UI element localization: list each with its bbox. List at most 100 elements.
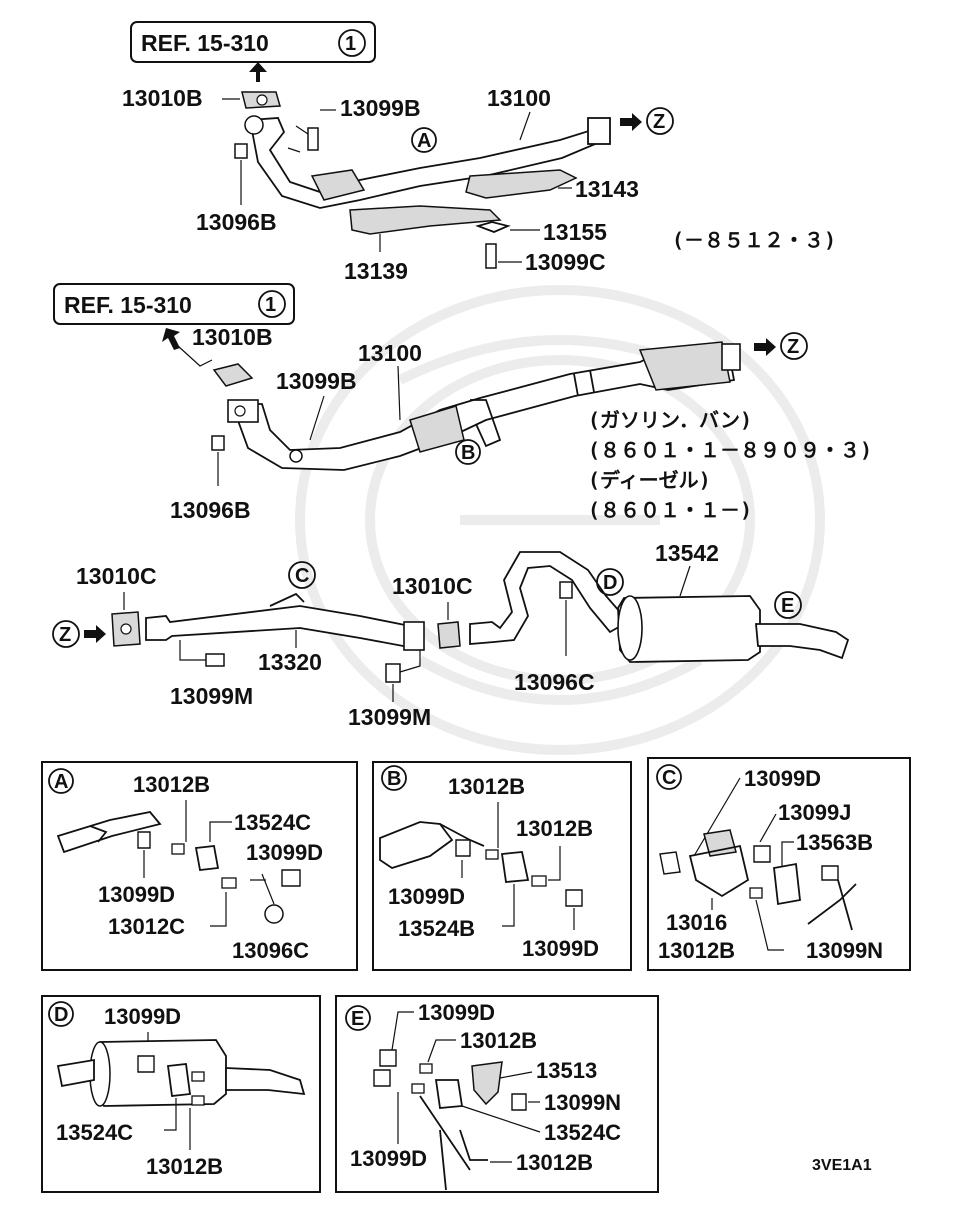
box-d-label-1: 13099D	[104, 1004, 181, 1029]
box-c-label-1: 13099D	[744, 766, 821, 791]
label-z-top: Z	[653, 111, 665, 133]
box-c-label-4: 13016	[666, 910, 727, 935]
pre-muffler-mid	[638, 341, 731, 391]
ref-box-mid	[53, 283, 295, 325]
label-d-low: D	[603, 572, 617, 594]
converter-top	[310, 169, 366, 201]
box-a-label-4: 13099D	[98, 882, 175, 907]
circle-c-low	[288, 561, 316, 589]
box-b-label-3: 13099D	[388, 884, 465, 909]
box-e-label-1: 13099D	[418, 1000, 495, 1025]
front-pipe-13100-top	[248, 117, 602, 209]
detail-box-d: D 13099D 13524C 13012B	[41, 995, 321, 1193]
detail-box-a: A 13012B 13524C 13099D 13099D 13012C 130…	[41, 761, 358, 971]
bolt-13099C	[485, 243, 497, 269]
label-13155: 13155	[543, 219, 607, 245]
box-c-label-3: 13563B	[796, 830, 873, 855]
note-date-diesel: (８６０１・１－)	[588, 498, 752, 522]
box-e-label-2: 13012B	[460, 1028, 537, 1053]
bracket-13155	[475, 221, 511, 233]
detail-box-c: C 13099D 13099J 13563B 13016 13012B 1309…	[647, 757, 911, 971]
box-b-label-1: 13012B	[448, 774, 525, 799]
label-13139: 13139	[344, 258, 408, 284]
bolt-13099M-right	[385, 663, 401, 683]
box-b-label-2: 13012B	[516, 816, 593, 841]
bolt-13099M-left	[205, 653, 225, 667]
box-e-label-5: 13524C	[544, 1120, 621, 1145]
box-b-label-4: 13524B	[398, 916, 475, 941]
bolt-13099B-top	[307, 127, 319, 151]
label-13099B-top: 13099B	[340, 95, 421, 121]
lower-assembly: 13010C Z C 13320 13099M 13099M 13010C 13…	[52, 540, 850, 730]
box-a-label-3: 13099D	[246, 840, 323, 865]
box-e-label-4: 13099N	[544, 1090, 621, 1115]
ref-circle-top	[338, 29, 366, 57]
box-a-label-1: 13012B	[133, 772, 210, 797]
detail-box-b: B 13012B 13012B 13099D 13524B 13099D	[372, 761, 632, 971]
gasket-13010C-right	[437, 621, 461, 649]
box-e-frame	[335, 995, 659, 1193]
label-13010C-left: 13010C	[76, 563, 157, 589]
circle-e-low	[774, 591, 802, 619]
label-13143: 13143	[575, 176, 639, 202]
circle-z-mid	[780, 332, 808, 360]
label-c-low: C	[295, 565, 309, 587]
label-b-mid: B	[461, 442, 475, 464]
heat-protector-13139	[349, 205, 502, 235]
box-b-frame	[372, 761, 632, 971]
arrow-upleft-icon	[162, 328, 180, 350]
label-e-low: E	[781, 595, 794, 617]
box-e-label-7: 13012B	[516, 1150, 593, 1175]
box-d-label-3: 13012B	[146, 1154, 223, 1179]
ref-box-top	[130, 21, 376, 63]
box-c-tag: C	[662, 767, 676, 789]
top-assembly: REF. 15-310 1 13010B 13099B 13100 Z A 13…	[122, 21, 836, 284]
date-range-top: (－８５１２・３)	[672, 228, 836, 252]
box-a-label-2: 13524C	[234, 810, 311, 835]
flange-top	[587, 117, 611, 145]
label-13100-mid: 13100	[358, 340, 422, 366]
arrow-right-icon-mid	[754, 338, 776, 356]
box-b-tag: B	[387, 768, 401, 790]
label-13010C-right: 13010C	[392, 573, 473, 599]
label-a-top: A	[417, 130, 431, 152]
circle-z-low	[52, 620, 80, 648]
arrow-right-icon-low	[84, 625, 106, 643]
box-e-tag: E	[351, 1008, 364, 1030]
label-13099M-left: 13099M	[170, 683, 253, 709]
note-diesel: (ディーゼル)	[588, 468, 711, 492]
label-13099M-right: 13099M	[348, 704, 431, 730]
detail-box-e: E 13099D 13012B 13513 13099N 13524C 1309…	[335, 995, 659, 1193]
circle-a-top	[411, 127, 437, 153]
label-13320: 13320	[258, 649, 322, 675]
box-d-label-2: 13524C	[56, 1120, 133, 1145]
note-gasoline-van: (ガソリン．バン)	[588, 408, 752, 432]
middle-assembly: REF. 15-310 1 13010B 13100 13099B Z B 13…	[53, 283, 872, 523]
label-13099C: 13099C	[525, 249, 606, 275]
label-13542: 13542	[655, 540, 719, 566]
label-13010B-top: 13010B	[122, 85, 203, 111]
box-e-label-3: 13513	[536, 1058, 597, 1083]
label-13100-top: 13100	[487, 85, 551, 111]
box-e-label-6: 13099D	[350, 1146, 427, 1171]
ref-label-mid: REF. 15-310	[64, 292, 192, 318]
label-z-mid: Z	[787, 336, 799, 358]
muffler-tail	[755, 623, 850, 660]
box-a-label-6: 13096C	[232, 938, 309, 963]
label-13099B-mid: 13099B	[276, 368, 357, 394]
center-pipe-13320	[145, 605, 416, 650]
ref-circle-num-mid: 1	[265, 294, 276, 316]
circle-b-mid	[455, 439, 481, 465]
circle-z-top	[646, 107, 674, 135]
box-c-frame	[647, 757, 911, 971]
circle-d-low	[596, 568, 624, 596]
box-c-label-6: 13099N	[806, 938, 883, 963]
ref-label-top: REF. 15-310	[141, 30, 269, 56]
box-a-label-5: 13012C	[108, 914, 185, 939]
gasket-13010B-mid	[212, 363, 254, 387]
box-d-tag: D	[54, 1004, 68, 1026]
ref-circle-mid	[258, 290, 286, 318]
label-z-low: Z	[59, 624, 71, 646]
box-c-label-5: 13012B	[658, 938, 735, 963]
